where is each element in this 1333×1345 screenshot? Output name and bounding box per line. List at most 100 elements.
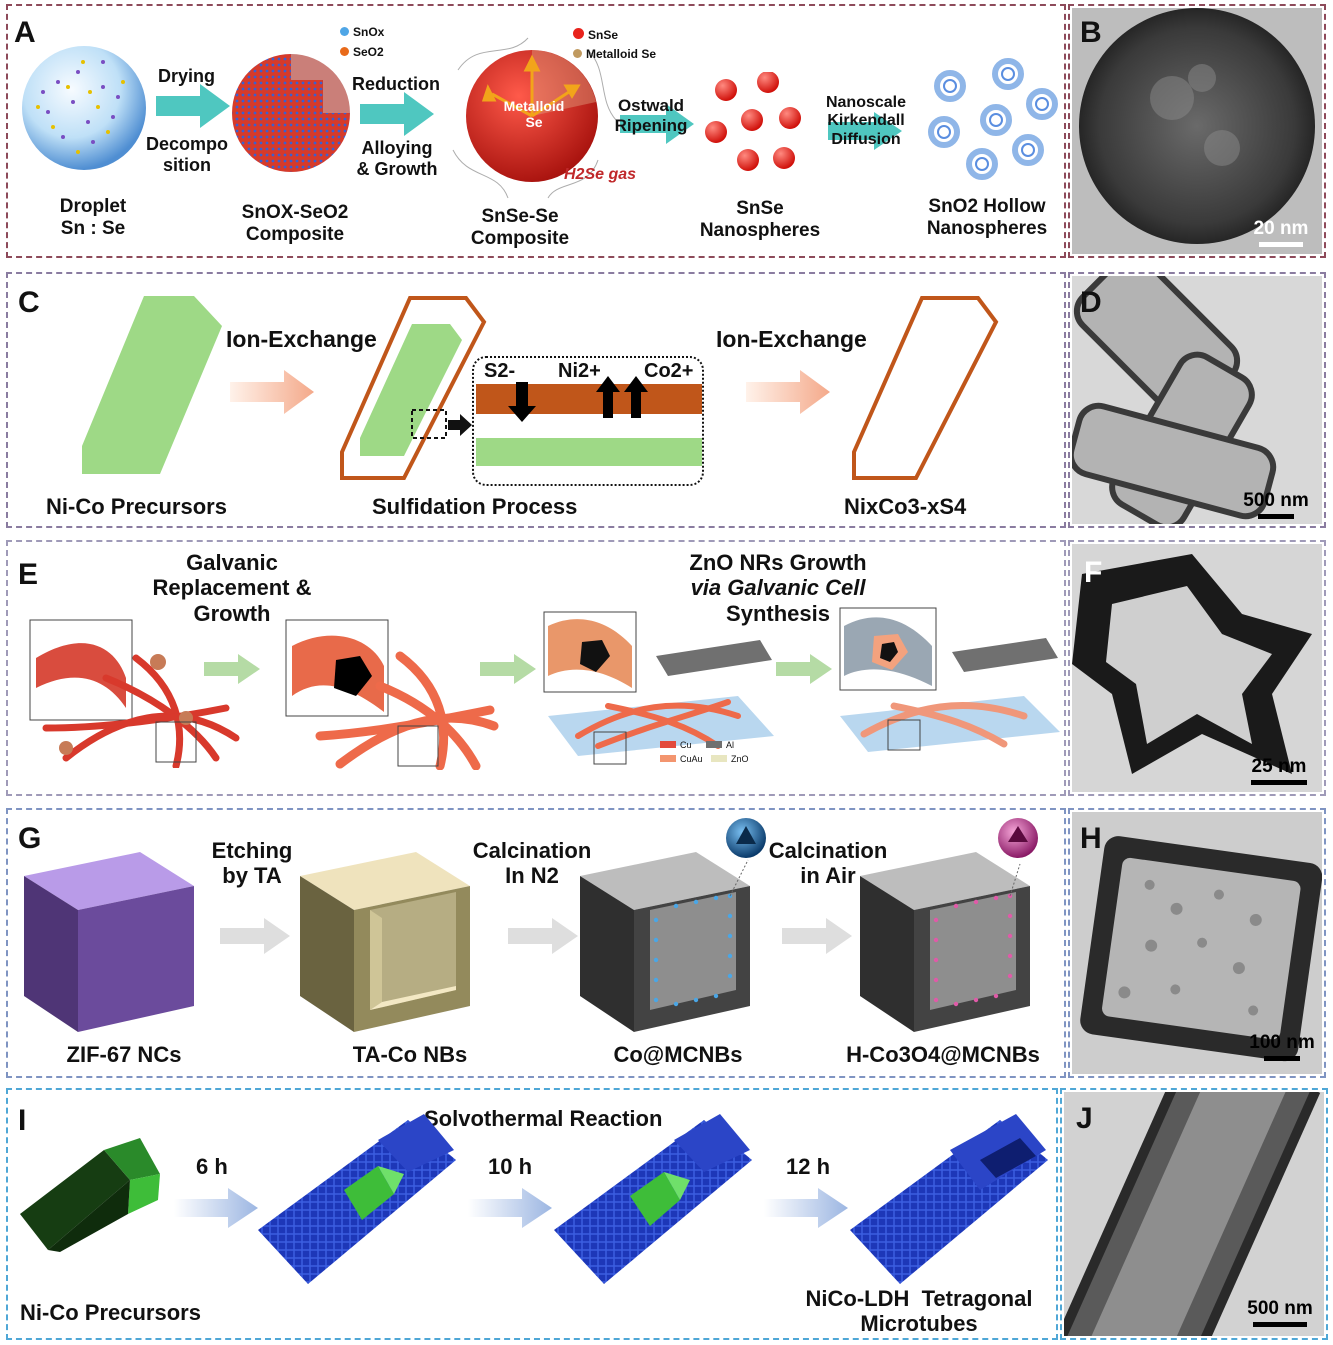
step-label: ZnO NRs Growth via Galvanic Cell Synthes… bbox=[689, 550, 867, 626]
step-label: Reduction bbox=[352, 74, 440, 94]
arrow-down-icon bbox=[508, 382, 536, 422]
panel-label-c: C bbox=[18, 286, 40, 319]
tem-image-hollow-sphere bbox=[1072, 8, 1322, 254]
panel-label-d: D bbox=[1080, 286, 1102, 319]
panel-d: D 500 nm bbox=[1068, 272, 1326, 528]
arrow-icon bbox=[156, 84, 230, 128]
stage-label: ZIF-67 NCs bbox=[66, 1042, 182, 1067]
zoom-box: S2- Ni2+ Co2+ bbox=[472, 356, 704, 486]
scale-bar: 500 nm bbox=[1238, 490, 1314, 519]
arrow-icon bbox=[448, 414, 472, 436]
cobalt-ion-label: Co2+ bbox=[644, 360, 694, 382]
core-layer bbox=[476, 438, 702, 466]
legend-seo2: SeO2 bbox=[340, 45, 384, 60]
arrow-icon bbox=[220, 918, 290, 954]
panel-label-g: G bbox=[18, 822, 42, 855]
panel-b: B 20 nm bbox=[1068, 4, 1326, 258]
arrow-icon bbox=[360, 92, 434, 136]
panel-c: C Ion-Exchange S2- Ni2+ Co2+ Ion-Exchang… bbox=[6, 272, 1066, 528]
legend-snse: SnSe bbox=[573, 28, 618, 43]
scale-bar: 500 nm bbox=[1240, 1298, 1320, 1327]
panel-label-i: I bbox=[18, 1104, 27, 1137]
step-label: Alloying& Growth bbox=[356, 138, 438, 179]
ta-co-nanobox bbox=[300, 852, 470, 1032]
scale-bar: 20 nm bbox=[1246, 218, 1316, 247]
gas-label: H2Se gas bbox=[564, 166, 637, 183]
precursor-shape bbox=[82, 296, 222, 474]
tem-image-microtube bbox=[1064, 1092, 1324, 1336]
stage-label: Ni-Co Precursors bbox=[46, 494, 227, 519]
arrow-icon bbox=[828, 112, 902, 150]
zif67-cube bbox=[24, 852, 194, 1032]
panel-label-e: E bbox=[18, 558, 39, 591]
stage-label: H-Co3O4@MCNBs bbox=[846, 1042, 1040, 1067]
snse-se-composite-illustration bbox=[452, 37, 617, 199]
tem-image-star-tube bbox=[1072, 544, 1322, 792]
tem-image-prisms bbox=[1072, 276, 1322, 524]
panel-label-f: F bbox=[1084, 556, 1103, 589]
process-title: Solvothermal Reaction bbox=[424, 1106, 663, 1131]
arrow-icon bbox=[782, 918, 852, 954]
arrow-icon bbox=[620, 104, 694, 144]
droplet-illustration bbox=[22, 46, 146, 170]
legend-snox: SnOx bbox=[340, 25, 384, 40]
snse-nanospheres-illustration bbox=[705, 72, 801, 171]
scale-bar: 100 nm bbox=[1242, 1032, 1322, 1061]
ni-co-precursor-prism bbox=[20, 1138, 160, 1252]
oxide-sphere-illustration bbox=[232, 54, 350, 172]
co-mcnb-cube bbox=[580, 852, 750, 1032]
arrow-icon bbox=[764, 1188, 848, 1228]
ldh-microtube-12h bbox=[850, 1114, 1048, 1284]
panel-label-a: A bbox=[14, 16, 36, 49]
time-label: 6 h bbox=[196, 1154, 228, 1179]
co3o4-nanoparticle-icon bbox=[998, 818, 1038, 858]
panel-j: J 500 nm bbox=[1060, 1088, 1328, 1340]
cuau-nanotubes-illustration bbox=[285, 619, 499, 770]
panel-i: I Solvothermal Reaction 6 h 10 h 12 h bbox=[6, 1088, 1058, 1340]
step-label: Drying bbox=[158, 66, 216, 86]
co-nanoparticle-icon bbox=[726, 818, 766, 858]
time-label: 12 h bbox=[786, 1154, 831, 1179]
tem-image-nanobox bbox=[1072, 812, 1322, 1074]
stage-label: NixCo3-xS4 bbox=[844, 494, 967, 519]
arrow-icon bbox=[480, 654, 536, 684]
stage-label: Co@MCNBs bbox=[613, 1042, 743, 1067]
arrow-up-icon bbox=[624, 376, 648, 418]
nickel-ion-label: Ni2+ bbox=[558, 360, 601, 382]
time-label: 10 h bbox=[488, 1154, 533, 1179]
ion-exchange-label: Ion-Exchange bbox=[226, 326, 377, 352]
arrow-icon bbox=[174, 1188, 258, 1228]
product-shell-shape bbox=[852, 296, 999, 480]
panel-label-j: J bbox=[1076, 1102, 1093, 1135]
material-legend: Cu Al CuAu ZnO bbox=[660, 738, 770, 767]
scale-bar: 25 nm bbox=[1244, 756, 1314, 785]
panel-label-b: B bbox=[1080, 16, 1102, 49]
h-co3o4-mcnb-cube bbox=[860, 852, 1030, 1032]
panel-f: F 25 nm bbox=[1068, 540, 1326, 796]
sulfide-ion-label: S2- bbox=[484, 360, 516, 382]
stage-label: Sulfidation Process bbox=[372, 494, 578, 519]
hollow-nanospheres-illustration bbox=[928, 58, 1058, 180]
panel-label-h: H bbox=[1080, 822, 1102, 855]
cu-nanowires-illustration bbox=[29, 619, 240, 768]
arrow-icon bbox=[204, 654, 260, 684]
stage-label: Ni-Co Precursors bbox=[20, 1300, 201, 1325]
arrow-icon bbox=[468, 1188, 552, 1228]
arrow-icon bbox=[746, 370, 830, 414]
arrow-icon bbox=[776, 654, 832, 684]
ldh-coated-rod-6h bbox=[258, 1114, 456, 1284]
ion-exchange-label: Ion-Exchange bbox=[716, 326, 867, 352]
